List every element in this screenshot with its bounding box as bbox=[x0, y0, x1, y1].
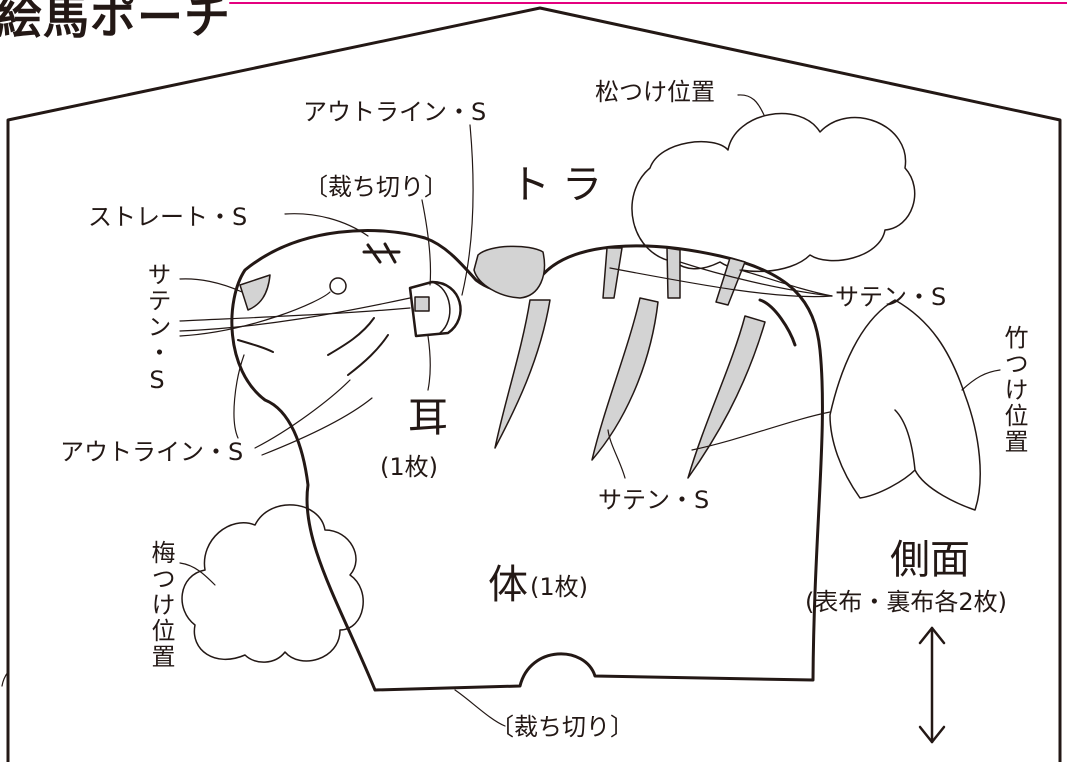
plum-leader bbox=[179, 562, 216, 586]
label-satin-s-right: サテン・S bbox=[835, 283, 947, 311]
label-outline-s-left: アウトライン・S bbox=[60, 438, 244, 466]
tiger-body-outline bbox=[230, 229, 824, 692]
label-ear-count: (1枚) bbox=[380, 453, 438, 481]
leader-satin-c bbox=[179, 291, 331, 337]
label-straight-s: ストレート・S bbox=[88, 203, 248, 231]
label-cut-edge-top: 〔裁ち切り〕 bbox=[304, 173, 448, 201]
stripe-long-3 bbox=[687, 315, 766, 479]
ear-tip-fill bbox=[239, 274, 271, 311]
stripe-top-1 bbox=[602, 247, 623, 299]
leader-satin-right-b bbox=[679, 261, 833, 297]
label-satin-s-mid: サテン・S bbox=[598, 486, 710, 514]
whisker bbox=[237, 339, 274, 353]
leader-straight bbox=[284, 213, 369, 237]
ema-outline bbox=[6, 6, 1062, 762]
mouth-line bbox=[327, 317, 375, 356]
leader-outline-top bbox=[461, 124, 474, 296]
leader-satin-right-a bbox=[609, 267, 833, 298]
leader-cut-bottom bbox=[454, 689, 506, 727]
bamboo-placement-outline bbox=[829, 299, 981, 511]
plum-placement-outline bbox=[181, 504, 364, 663]
leader-satin-a bbox=[179, 307, 411, 322]
leader-outline-left-a bbox=[233, 354, 245, 439]
label-cut-edge-bottom: 〔裁ち切り〕 bbox=[490, 713, 634, 741]
pine-leader bbox=[737, 94, 765, 116]
leader-satin-b bbox=[179, 297, 411, 332]
bamboo-leader bbox=[961, 369, 1001, 391]
ear-piece-inner bbox=[431, 281, 451, 334]
page-title: 絵馬ポーチ bbox=[0, 0, 231, 44]
mouth-line-inner bbox=[347, 334, 389, 376]
stripe-top-2 bbox=[666, 247, 681, 299]
leader-outline-left-c bbox=[261, 397, 373, 456]
label-plum-position: 梅つけ位置 bbox=[147, 540, 175, 670]
side-arrow-head-down bbox=[918, 725, 946, 744]
tail-fill bbox=[473, 245, 546, 299]
label-side-note: (表布・裏布各2枚) bbox=[805, 588, 1007, 616]
stripe-long-2 bbox=[591, 297, 659, 461]
back-stripe bbox=[758, 298, 797, 347]
label-tora: トラ bbox=[510, 162, 614, 208]
ear-piece bbox=[408, 280, 462, 338]
leader-satin-right-c bbox=[739, 269, 833, 297]
leader-outline-left-b bbox=[254, 379, 351, 449]
edge-mark bbox=[1, 671, 9, 687]
label-satin-s-vertical: サテン・S bbox=[143, 262, 171, 396]
stripe-top-3 bbox=[715, 257, 746, 306]
label-ear-title: 耳 bbox=[408, 395, 448, 441]
label-outline-s-top: アウトライン・S bbox=[303, 98, 487, 126]
leader-satin-ear bbox=[179, 278, 243, 293]
label-body-count: (1枚) bbox=[530, 573, 588, 601]
leader-ear-piece bbox=[427, 335, 431, 391]
label-body-title: 体 bbox=[488, 562, 528, 608]
side-arrow-head-up bbox=[918, 626, 946, 645]
eye bbox=[329, 277, 347, 295]
label-pine-position: 松つけ位置 bbox=[595, 78, 715, 106]
label-side-title: 側面 bbox=[890, 537, 970, 583]
leader-cut-top bbox=[421, 199, 432, 286]
head-stripe bbox=[362, 242, 401, 264]
stripe-long-1 bbox=[494, 299, 551, 449]
leader-satin-mid-b bbox=[691, 411, 831, 451]
leader-satin-mid-a bbox=[607, 429, 626, 479]
label-bamboo-position: 竹つけ位置 bbox=[1000, 325, 1028, 455]
pine-placement-outline bbox=[631, 112, 916, 273]
ear-piece-square bbox=[414, 296, 430, 312]
